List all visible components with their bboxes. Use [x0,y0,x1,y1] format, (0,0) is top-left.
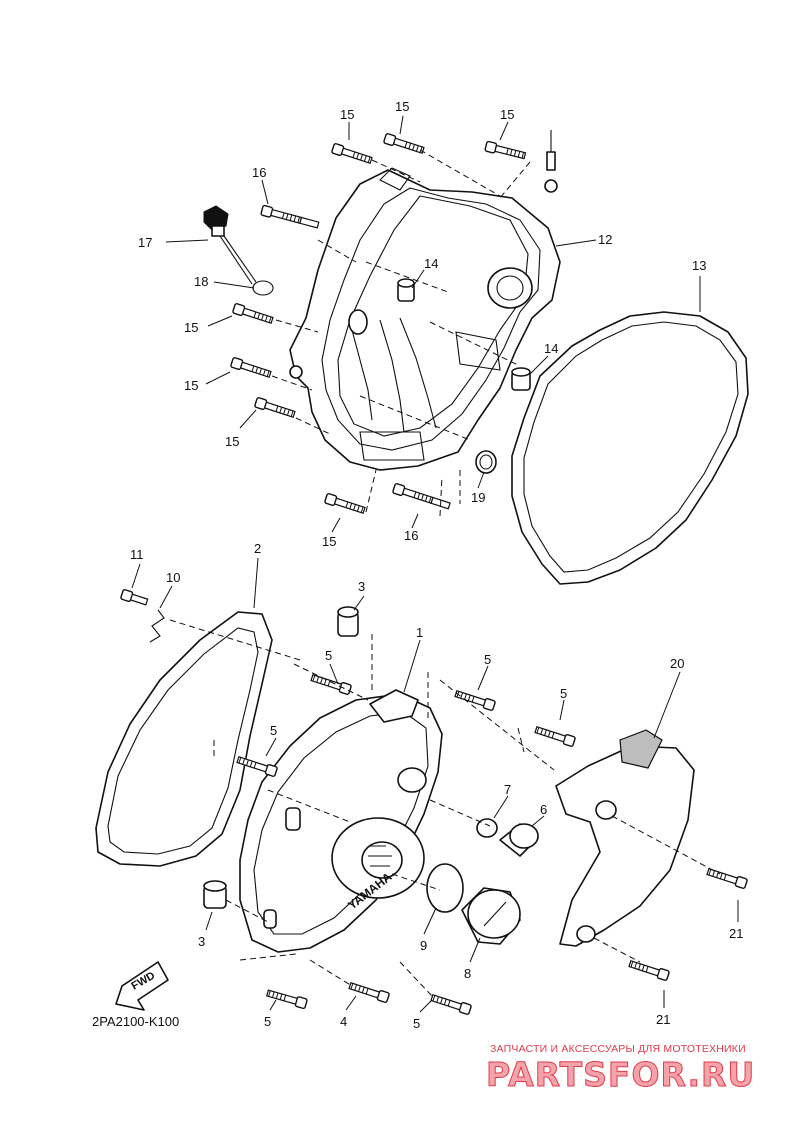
callout-4: 4 [340,1014,347,1029]
callout-15: 15 [395,99,409,114]
callout-5: 5 [484,652,491,667]
bolt-15-d [231,302,275,326]
alignment-lines-upper [271,149,531,517]
watermark-brand: PARTSFOR.RU [486,1055,755,1094]
callout-15: 15 [225,434,239,449]
callout-labels: 15 15 15 16 17 18 15 15 15 12 14 14 13 1… [130,99,743,1031]
watermark: ЗАПЧАСТИ И АКСЕССУАРЫ ДЛЯ МОТОТЕХНИКИ PA… [486,1043,755,1095]
bolt-4 [347,980,391,1004]
bolt-5-f [429,992,473,1016]
callout-21: 21 [656,1012,670,1027]
callout-5: 5 [270,723,277,738]
crankcase-cover-1: YAMAHA [239,689,443,953]
gasket-2-inner [107,627,259,855]
watermark-tagline: ЗАПЧАСТИ И АКСЕССУАРЫ ДЛЯ МОТОТЕХНИКИ [490,1043,746,1055]
plug-6 [499,823,539,857]
fwd-arrow-icon: FWD [115,961,169,1011]
bolt-16-a [260,204,320,229]
callout-5: 5 [325,648,332,663]
dowel-pin-3-lower [203,880,227,909]
callout-15: 15 [500,107,514,122]
o-ring-18 [252,280,274,296]
callout-10: 10 [166,570,180,585]
oil-seal-19 [475,450,497,474]
callout-1: 1 [416,625,423,640]
callout-12: 12 [598,232,612,247]
callout-3: 3 [198,934,205,949]
gasket-13-inner [523,321,739,573]
o-ring-9 [426,863,464,913]
bolt-15-b [382,132,426,156]
callout-2: 2 [254,541,261,556]
bolt-15-e [229,356,273,380]
alignment-lines-lower [169,619,721,997]
callout-16: 16 [404,528,418,543]
clamp-12 [544,130,558,193]
callout-11: 11 [130,547,144,562]
callout-8: 8 [464,966,471,981]
callout-14: 14 [424,256,438,271]
plug-8 [461,887,521,945]
screw-11 [120,589,149,606]
callout-21: 21 [729,926,743,941]
bolt-15-a [330,142,374,166]
callout-5: 5 [413,1016,420,1031]
callout-16: 16 [252,165,266,180]
diagram-code: 2PA2100-K100 [92,1014,179,1029]
callout-17: 17 [138,235,152,250]
crankcase-cover-2 [289,167,561,471]
callout-5: 5 [264,1014,271,1029]
dowel-pin-3-upper [337,606,359,637]
bolt-5-a [309,672,353,696]
dipstick-17 [203,205,257,285]
callout-18: 18 [194,274,208,289]
callout-7: 7 [504,782,511,797]
bolt-5-c [533,724,577,748]
leader-lines [131,115,739,1013]
callout-20: 20 [670,656,684,671]
callout-13: 13 [692,258,706,273]
callout-15: 15 [340,107,354,122]
cover-20 [555,729,695,947]
callout-6: 6 [540,802,547,817]
bolt-15-c [484,140,527,162]
callout-3: 3 [358,579,365,594]
dowel-pin-14-lower [511,367,531,391]
callout-19: 19 [471,490,485,505]
callout-15: 15 [322,534,336,549]
o-ring-7 [476,818,498,838]
gasket-13 [511,311,749,585]
callout-15: 15 [184,378,198,393]
bolt-15-g [323,492,367,516]
bolt-16-b [391,482,451,510]
bolt-15-f [253,396,297,420]
callout-9: 9 [420,938,427,953]
callout-15: 15 [184,320,198,335]
dowel-pin-14-upper [397,278,415,302]
callout-14: 14 [544,341,558,356]
bolt-21-b [627,958,671,982]
callout-5: 5 [560,686,567,701]
gasket-2 [95,611,273,867]
clip-10 [149,609,165,643]
